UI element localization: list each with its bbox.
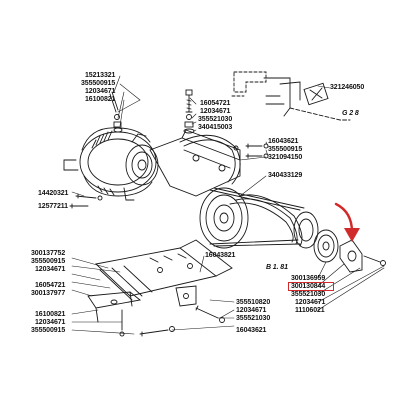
- compressor-bracket: [149, 129, 241, 197]
- part-label-16100821-bot: 16100821: [35, 311, 66, 318]
- part-label-16043621-bot: 16043621: [236, 327, 267, 334]
- tag-g28: G 2 8: [342, 110, 359, 117]
- tension-strap: [179, 134, 241, 185]
- part-label-12034671-right: 12034671: [295, 299, 326, 306]
- part-label-16043621-mid: 16043621: [268, 138, 299, 145]
- top-bolt: [183, 89, 195, 134]
- part-label-16054721: 16054721: [200, 100, 231, 107]
- part-label-355510820: 355510820: [236, 299, 271, 306]
- part-label-355500915-bot: 355500915: [31, 327, 66, 334]
- part-label-16100821-top: 16100821: [85, 96, 116, 103]
- part-label-340433129: 340433129: [268, 172, 303, 179]
- crank-pulley: [313, 229, 339, 263]
- lower-mounting-plate: [95, 239, 233, 301]
- part-label-340415003: 340415003: [198, 124, 233, 131]
- part-label-300137977: 300137977: [31, 290, 66, 297]
- part-label-355521030-right: 355521030: [291, 291, 326, 298]
- part-label-12034671-bot2: 12034671: [236, 307, 267, 314]
- part-label-321246050: 321246050: [330, 84, 365, 91]
- left-bolt-stack: [109, 91, 123, 133]
- bracket-bolt: [245, 143, 269, 159]
- part-label-16043821: 16043821: [205, 252, 236, 259]
- tensioner-bracket: [231, 71, 351, 121]
- spacer-washer: [339, 239, 386, 273]
- part-label-11106021: 11106021: [295, 307, 325, 314]
- tag-b181: B 1. 81: [266, 264, 288, 271]
- part-label-300136959: 300136959: [291, 275, 326, 282]
- part-label-14420321: 14420321: [38, 190, 69, 197]
- part-label-12034671-mid: 12034671: [200, 108, 231, 115]
- highlight-box: [288, 282, 334, 291]
- part-label-355521030-mid: 355521030: [198, 116, 233, 123]
- part-label-355500915-top: 355500915: [81, 80, 116, 87]
- part-label-12577211: 12577211: [38, 203, 68, 210]
- part-label-12034671-bot: 12034671: [35, 319, 66, 326]
- part-label-12034671-top: 12034671: [85, 88, 116, 95]
- red-pointer-arrow: [334, 202, 360, 242]
- part-label-12034671-left: 12034671: [35, 266, 66, 273]
- lower-bracket-arm: [87, 285, 197, 323]
- part-label-321094150: 321094150: [268, 154, 303, 161]
- side-bolts: [69, 193, 103, 209]
- part-label-16054721-left: 16054721: [35, 282, 66, 289]
- belt-pulley-assembly: [199, 187, 319, 249]
- part-label-355500915-left: 355500915: [31, 258, 66, 265]
- leader-lines: [69, 75, 385, 335]
- part-label-300130844: 300130844: [291, 283, 326, 290]
- part-label-355500915-mid: 355500915: [268, 146, 303, 153]
- part-label-300137752: 300137752: [31, 250, 66, 257]
- bottom-bolts: [119, 305, 225, 337]
- part-label-15213321: 15213321: [85, 72, 116, 79]
- part-label-355521030-bot: 355521030: [236, 315, 271, 322]
- compressor-assembly: [63, 127, 159, 201]
